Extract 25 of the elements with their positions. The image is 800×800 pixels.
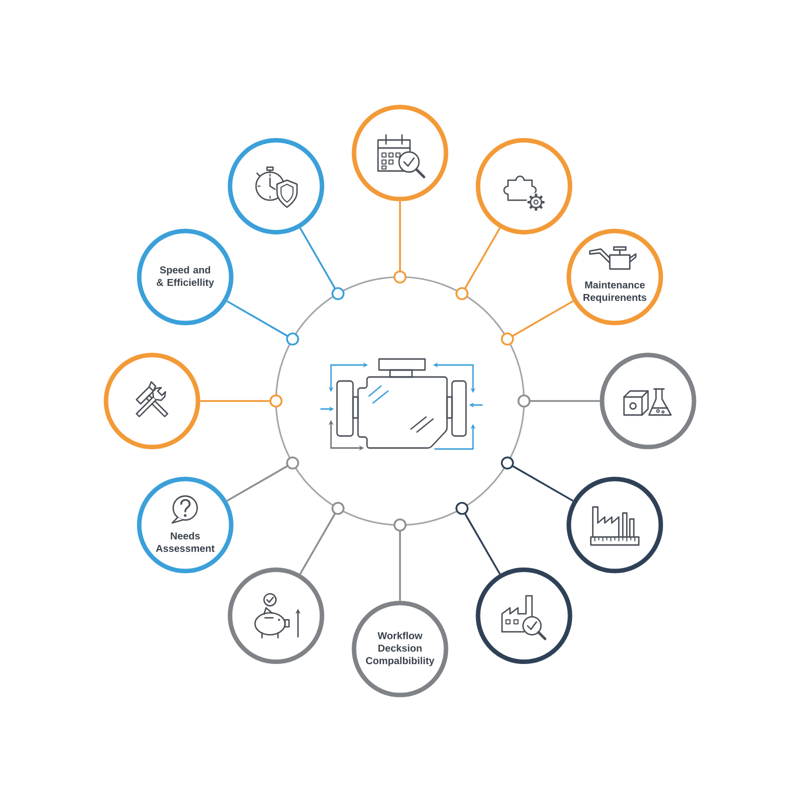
circle-node bbox=[104, 352, 200, 450]
ring-circle bbox=[275, 276, 525, 526]
circle-node: Maintenance Requirenents bbox=[566, 228, 664, 326]
connector-line bbox=[500, 300, 574, 346]
circle-node bbox=[228, 568, 324, 664]
connector-line bbox=[200, 394, 282, 408]
circle-node bbox=[600, 352, 696, 450]
connector-line bbox=[456, 502, 501, 575]
connector-line bbox=[226, 300, 300, 346]
circle-node: Workflow Decksion Compalbibility bbox=[352, 600, 448, 698]
connector-line bbox=[299, 502, 345, 575]
circle-node bbox=[476, 138, 572, 234]
circle-node bbox=[352, 104, 448, 202]
circle-node bbox=[228, 138, 324, 234]
circle-node: Needs Assessment bbox=[136, 476, 234, 574]
connector-line bbox=[299, 228, 345, 300]
connector-line bbox=[456, 228, 501, 300]
connector-line bbox=[500, 456, 574, 502]
connector-line bbox=[518, 394, 600, 408]
connector-line bbox=[394, 518, 406, 601]
circle-node: Speed and & Efficiellity bbox=[136, 228, 234, 326]
circle-node bbox=[476, 568, 572, 664]
connector-line bbox=[394, 201, 406, 284]
circle-node bbox=[566, 476, 664, 574]
connector-line bbox=[226, 456, 300, 502]
